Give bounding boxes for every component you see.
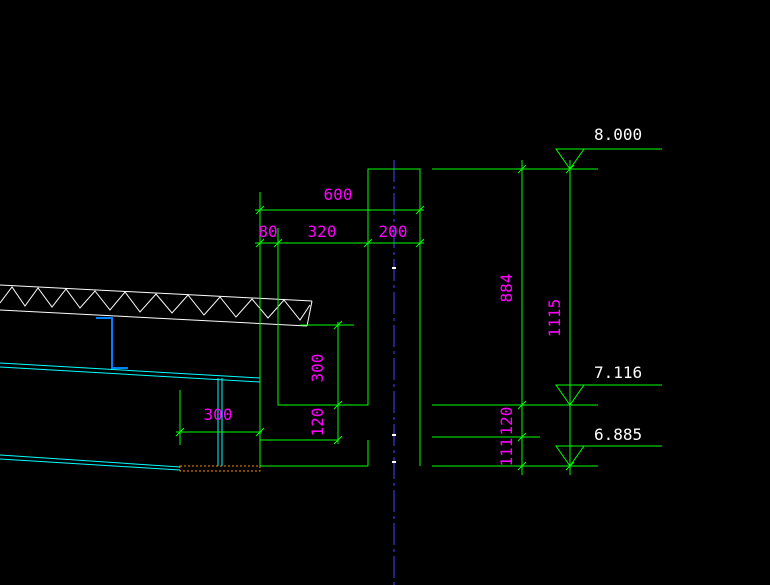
elevation-markers [555,148,662,467]
dim-height-884: 884 [497,274,516,303]
elevation-middle: 7.116 [594,363,642,382]
dim-seg-320: 320 [308,222,337,241]
dim-seg-200: 200 [379,222,408,241]
elevation-top: 8.000 [594,125,642,144]
dim-depth-111: 111 [497,438,516,467]
purlin [96,317,128,369]
dim-beam-width-300: 300 [204,405,233,424]
dim-seg-80: 80 [258,222,277,241]
roof-panel [0,284,313,327]
dim-depth-300: 300 [308,354,327,383]
column [217,378,223,466]
base-plate [179,465,261,472]
elevation-bottom: 6.885 [594,425,642,444]
gutter-outline [259,168,421,467]
left-dimensions [300,320,354,445]
top-dimensions [255,192,425,318]
beam-width-dimension [175,390,265,445]
rafter-beam [0,362,261,471]
dim-height-1115: 1115 [545,299,564,338]
dim-depth-120-left: 120 [308,408,327,437]
dim-depth-120-right: 120 [497,407,516,436]
dim-overall-width: 600 [324,185,353,204]
column-marks [392,267,396,463]
